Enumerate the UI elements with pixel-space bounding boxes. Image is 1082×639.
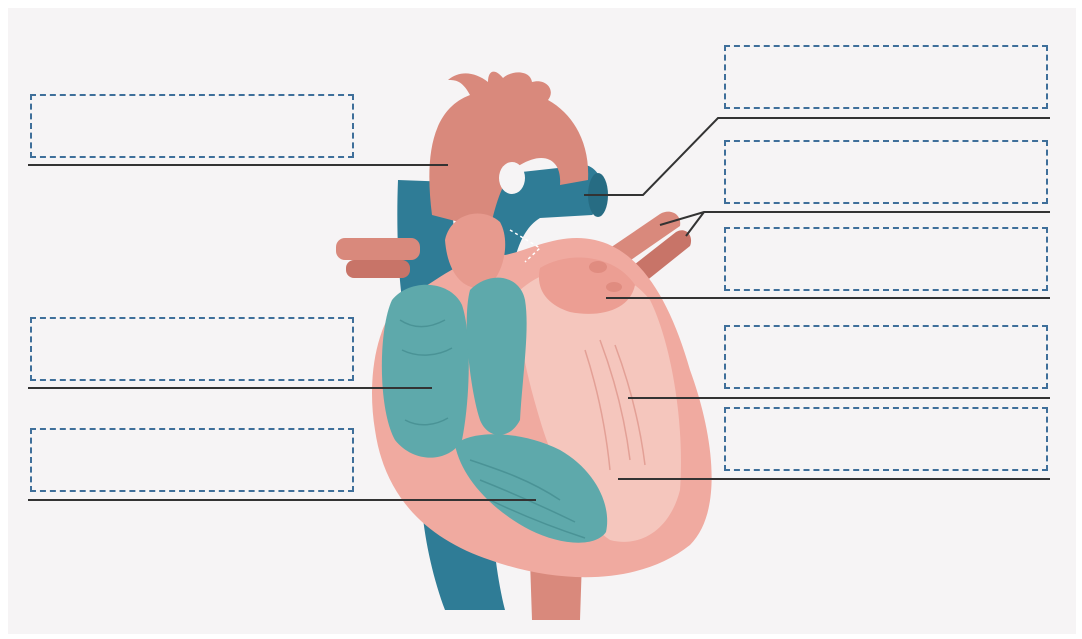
- right-pulmonary-vessel-lower: [346, 260, 410, 278]
- label-box-pulmonary-artery[interactable]: [724, 45, 1048, 109]
- aortic-arch-opening: [499, 162, 525, 194]
- label-box-septum[interactable]: [724, 407, 1048, 471]
- label-box-pulmonary-veins[interactable]: [724, 140, 1048, 204]
- label-box-right-atrium[interactable]: [30, 317, 354, 381]
- pulmonary-vein-opening-1: [589, 261, 607, 273]
- right-atrium-chamber: [382, 285, 469, 458]
- label-box-left-atrium[interactable]: [724, 227, 1048, 291]
- right-pulmonary-vessel-upper: [336, 238, 420, 260]
- label-box-left-ventricle[interactable]: [724, 325, 1048, 389]
- label-box-aorta[interactable]: [30, 94, 354, 158]
- label-box-right-ventricle[interactable]: [30, 428, 354, 492]
- pulmonary-vein-opening-2: [606, 282, 622, 292]
